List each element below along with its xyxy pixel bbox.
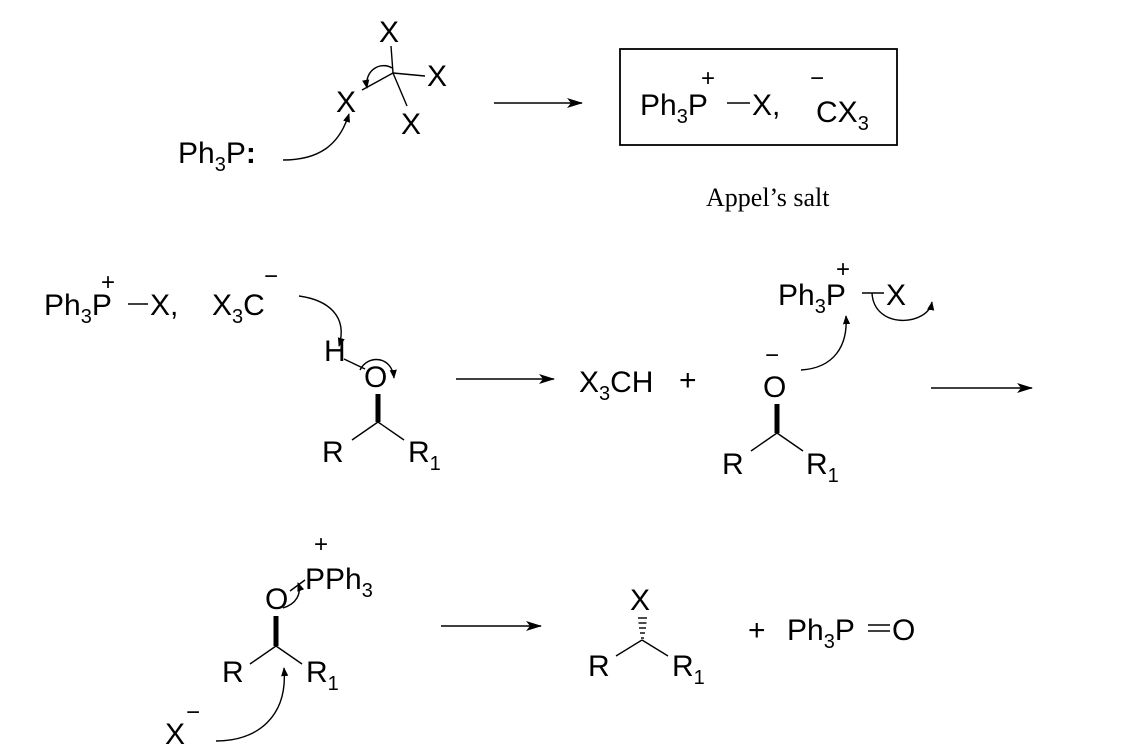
curly-arrow-op-break — [282, 582, 305, 609]
x3c-label: X3C — [212, 289, 265, 328]
alcohol-bond-r — [351, 421, 379, 441]
curly-arrow-oh — [359, 358, 397, 379]
triphenylphosphine-oxide-label: Ph3P — [787, 614, 855, 653]
product-r1: R1 — [672, 650, 705, 689]
plus-sign-2: + — [679, 364, 697, 397]
product-box — [619, 48, 898, 146]
step3-intermediate: + PPh3 O R R1 X − — [165, 531, 373, 751]
step3-products: X R R1 + Ph3P O — [588, 584, 915, 689]
phosphine-oxide-o: O — [892, 614, 915, 647]
product-bond-r1 — [641, 639, 669, 657]
curly-arrow-px-leave — [871, 292, 935, 322]
alkoxide-r1: R1 — [806, 448, 839, 487]
curly-arrow-deprotonate — [298, 295, 345, 347]
haloform-label: X3CH — [579, 366, 653, 405]
appel-salt-box: Ph3P + X, − CX3 — [619, 48, 898, 146]
ph3p-label: Ph3P: — [178, 137, 256, 176]
step2-products: X3CH + − O R R1 Ph3P + X — [579, 256, 935, 487]
cx4-bond-bottom — [392, 72, 408, 107]
curly-arrow-p-attack — [282, 113, 351, 161]
product-bond-r — [615, 639, 643, 657]
alkoxide-minus: − — [765, 342, 779, 369]
step3-r1: R1 — [306, 656, 339, 695]
appel-salt-caption: Appel’s salt — [706, 183, 830, 212]
step3-r: R — [222, 656, 244, 689]
product-x: X — [630, 584, 650, 617]
cx4-bond-top — [390, 45, 394, 74]
phosphonium3-label: Ph3P — [778, 279, 846, 318]
phosphonium3-x: X — [886, 279, 906, 312]
curly-arrow-c-x — [362, 64, 393, 89]
alcohol-r: R — [322, 436, 344, 469]
phosphonium-x: X, — [752, 89, 780, 122]
step3-bond-r1 — [275, 645, 303, 665]
plus-charge-4: + — [314, 531, 328, 558]
cx4-bond-right — [392, 72, 426, 77]
cx4-x-bottom: X — [401, 108, 421, 141]
phosphonium2-label: Ph3P — [44, 289, 112, 328]
step1-reactants: X X X X Ph3P: — [178, 16, 447, 176]
phosphonium-label: Ph3P — [640, 89, 708, 128]
cx4-x-right: X — [427, 60, 447, 93]
halide-x: X — [165, 718, 185, 751]
curly-arrow-sn2 — [215, 667, 289, 742]
o-p-bond — [289, 579, 306, 592]
halide-minus: − — [186, 699, 200, 726]
cx4-x-left: X — [336, 86, 356, 119]
alkoxide-bond-r — [750, 432, 778, 452]
alcohol-bond-r1 — [377, 421, 405, 441]
alcohol-o: O — [364, 361, 387, 394]
curly-arrow-o-attack — [800, 315, 851, 371]
alkoxide-r: R — [722, 448, 744, 481]
step3-bond-r — [249, 645, 277, 665]
trihalomethanide-label: CX3 — [816, 96, 869, 135]
oxyphosphonium-o: O — [265, 583, 288, 616]
cx4-x-top: X — [379, 16, 399, 49]
pph3-label: PPh3 — [305, 563, 373, 602]
minus-charge-2: − — [264, 263, 278, 290]
alcohol-h: H — [324, 335, 346, 368]
plus-charge: + — [701, 65, 715, 92]
alcohol-r1: R1 — [408, 436, 441, 475]
phosphonium2-x: X, — [150, 289, 178, 322]
step2-reactants: Ph3P + X, X3C − H O R R1 — [44, 263, 441, 475]
alkoxide-o: O — [763, 371, 786, 404]
plus-charge-2: + — [101, 269, 115, 296]
product-r: R — [588, 650, 610, 683]
plus-sign-3: + — [748, 614, 766, 647]
hashed-bond — [638, 617, 647, 639]
alkoxide-bond-r1 — [776, 432, 804, 452]
minus-charge: − — [810, 65, 824, 92]
plus-charge-3: + — [836, 256, 850, 283]
